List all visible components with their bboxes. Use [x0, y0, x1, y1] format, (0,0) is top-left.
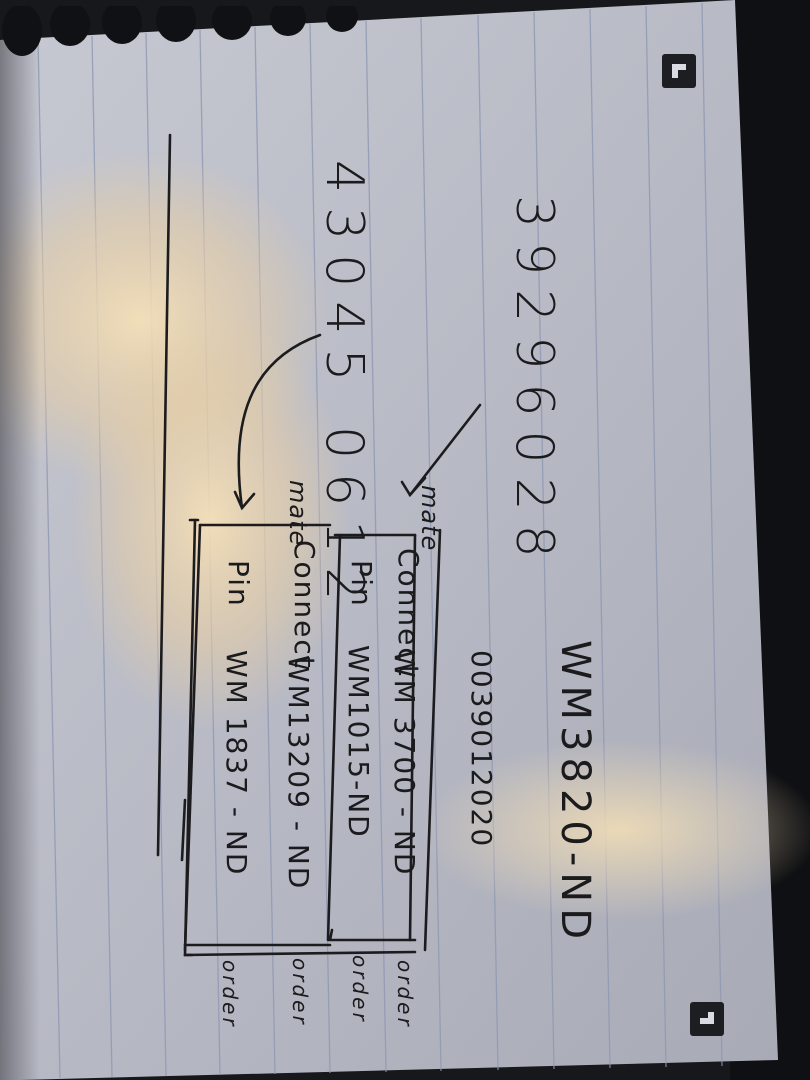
bracket-line: [156, 133, 172, 857]
row-pin-2-order: order: [218, 960, 242, 1029]
row-connect-1-order: order: [393, 960, 417, 1029]
row-connect-1-code: WM 3700 - ND: [388, 650, 421, 877]
mate-label-bottom: mate: [284, 480, 312, 547]
part-number-top: 39296028: [504, 195, 564, 572]
row-connect-2-code: WM13209 - ND: [282, 655, 315, 891]
box-top-part: 0039012020: [465, 650, 498, 849]
row-pin-1-kind: Pin: [345, 560, 378, 608]
mate-label-top: mate: [416, 485, 444, 552]
row-connect-2-kind: Connect: [288, 540, 321, 670]
row-pin-2-kind: Pin: [222, 560, 255, 608]
row-pin-1-code: WM1015-ND: [342, 645, 375, 839]
row-connect-2-order: order: [288, 958, 312, 1027]
part-number-bottom: 43045 0612: [314, 160, 374, 615]
order-code-top: WM3820-ND: [552, 640, 598, 946]
row-pin-1-order: order: [348, 955, 372, 1024]
arrow-bottom: [237, 333, 322, 510]
corner-mark-bottom: [690, 1002, 724, 1036]
row-pin-2-code: WM 1837 - ND: [220, 650, 253, 877]
corner-mark-top: [662, 54, 696, 88]
